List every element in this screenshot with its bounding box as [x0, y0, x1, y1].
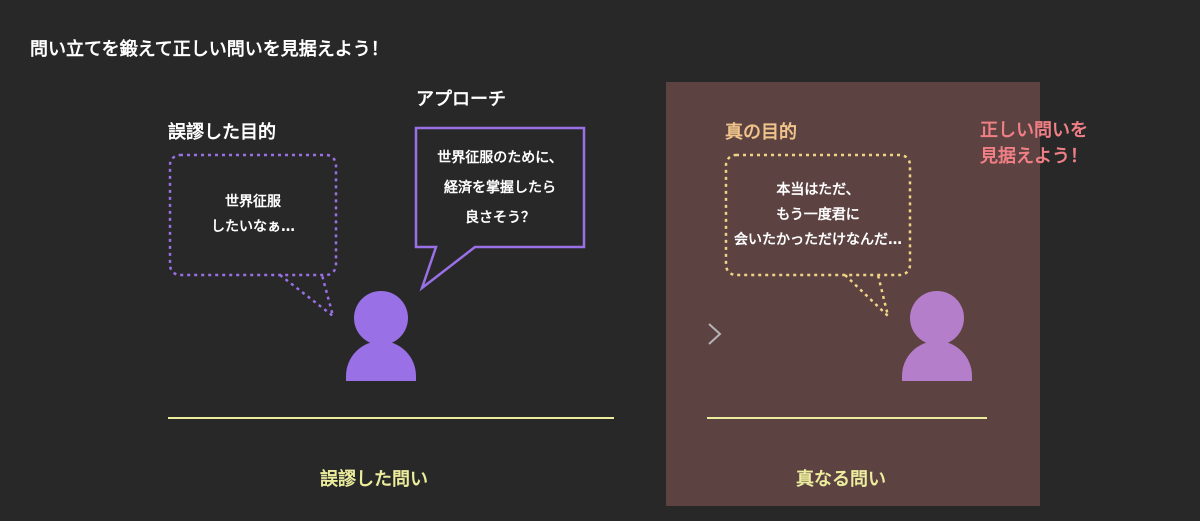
wrong-question-label: 誤謬した問い [320, 469, 428, 490]
wrong-purpose-thought-bubble [168, 153, 338, 320]
speech-line: 経済を掌握したら [444, 179, 556, 196]
approach-speech-bubble [414, 126, 586, 292]
true-side-highlight-panel [666, 82, 1040, 506]
person-left-icon [346, 291, 416, 381]
thought-line: 本当はただ、 [776, 181, 860, 198]
true-question-label: 真なる問い [796, 469, 886, 490]
speech-line: 良さそう？ [465, 209, 535, 226]
transition-arrow [507, 323, 722, 345]
callout-line-2: 見据えよう！ [980, 146, 1088, 167]
wrong-purpose-label: 誤謬した目的 [168, 122, 276, 143]
page-title: 問い立てを鍛えて正しい問いを見据えよう！ [30, 39, 389, 60]
approach-label: アプローチ [416, 89, 506, 110]
true-purpose-label: 真の目的 [725, 122, 797, 143]
thought-line: 世界征服 [225, 194, 281, 210]
callout-line-1: 正しい問いを [980, 120, 1088, 141]
thought-line: もう一度君に [776, 206, 860, 223]
right-question-callout: 正しい問いを 見据えよう！ [980, 118, 1120, 170]
true-purpose-thought-text: 本当はただ、 もう一度君に 会いたかっただけなんだ… [726, 155, 910, 275]
person-right-icon [902, 291, 972, 381]
speech-line: 世界征服のために、 [437, 149, 563, 166]
approach-speech-text: 世界征服のために、 経済を掌握したら 良さそう？ [416, 128, 584, 247]
thought-line: 会いたかっただけなんだ… [734, 231, 902, 248]
wrong-purpose-thought-text: 世界征服 したいなぁ… [170, 155, 336, 275]
thought-line: したいなぁ… [211, 219, 295, 235]
